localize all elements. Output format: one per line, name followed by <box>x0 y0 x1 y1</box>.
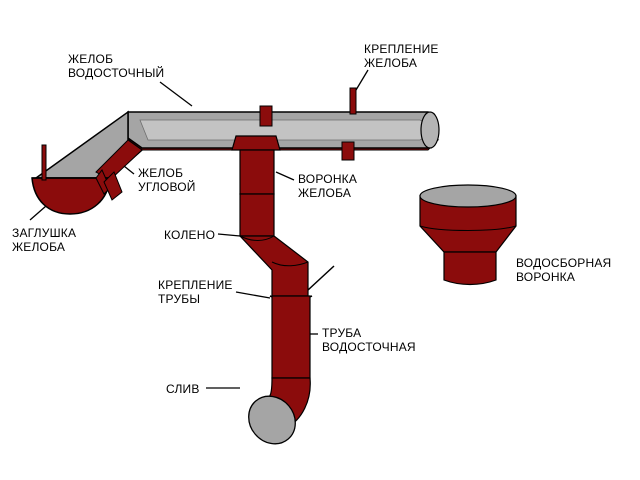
label-collector-funnel-line2: ВОРОНКА <box>516 270 576 284</box>
gutter-assembly <box>31 87 440 215</box>
label-downpipe: ТРУБА ВОДОСТОЧНАЯ <box>322 326 416 354</box>
gutter-funnel <box>239 149 275 195</box>
leader-corner-gutter <box>123 165 135 175</box>
label-collector-funnel-line1: ВОДОСБОРНАЯ <box>516 256 612 270</box>
collector-funnel-seam <box>419 225 517 231</box>
leader-lines <box>29 69 369 389</box>
leader-end-cap <box>29 205 47 221</box>
corner-bracket-2 <box>103 171 123 201</box>
label-gutter-funnel-line1: ВОРОНКА <box>298 172 358 186</box>
label-elbow: КОЛЕНО <box>164 228 215 242</box>
label-gutter-funnel: ВОРОНКА ЖЕЛОБА <box>298 172 357 200</box>
label-pipe-bracket: КРЕПЛЕНИЕ ТРУБЫ <box>158 278 233 306</box>
leader-gutter <box>159 81 193 107</box>
label-downpipe-line2: ВОДОСТОЧНАЯ <box>322 340 416 354</box>
label-gutter-funnel-line2: ЖЕЛОБА <box>298 186 352 200</box>
label-pipe-bracket-line2: ТРУБЫ <box>158 292 201 306</box>
label-corner-gutter-line2: УГЛОВОЙ <box>138 180 196 194</box>
leader-pipe-bracket <box>235 291 271 299</box>
label-end-cap-line2: ЖЕЛОБА <box>12 240 66 254</box>
label-pipe-bracket-line1: КРЕПЛЕНИЕ <box>158 278 233 292</box>
label-end-cap: ЗАГЛУШКА ЖЕЛОБА <box>12 226 76 254</box>
gutter-channel <box>139 119 428 141</box>
gutter-clip-1 <box>259 105 273 127</box>
pipe-bracket-rod <box>307 265 335 291</box>
gutter-funnel-collar <box>231 135 281 151</box>
label-gutter-bracket-line2: ЖЕЛОБА <box>364 56 418 70</box>
upper-pipe <box>239 193 275 237</box>
elbow-pipe <box>238 235 309 297</box>
label-elbow-line1: КОЛЕНО <box>164 228 216 242</box>
collector-funnel-top <box>419 184 517 208</box>
label-corner-gutter-line1: ЖЕЛОБ <box>138 166 184 180</box>
label-end-cap-line1: ЗАГЛУШКА <box>12 226 77 240</box>
label-outlet: СЛИВ <box>166 382 200 396</box>
label-outlet-line1: СЛИВ <box>166 382 200 396</box>
collector-funnel-drawing <box>419 184 517 286</box>
elbow-seam-1 <box>239 235 275 241</box>
outlet-opening <box>248 395 296 445</box>
lower-pipe <box>271 295 311 379</box>
leader-gutter-bracket <box>355 69 369 91</box>
label-gutter-bracket-line1: КРЕПЛЕНИЕ <box>364 42 439 56</box>
gutter-clip-2 <box>341 141 355 161</box>
label-collector-funnel: ВОДОСБОРНАЯ ВОРОНКА <box>516 256 611 284</box>
label-gutter-bracket: КРЕПЛЕНИЕ ЖЕЛОБА <box>364 42 439 70</box>
label-corner-gutter: ЖЕЛОБ УГЛОВОЙ <box>138 166 196 194</box>
elbow-seam-2 <box>271 261 309 267</box>
gutter-bracket-rod <box>349 87 357 115</box>
label-gutter-line1: ЖЕЛОБ <box>68 52 114 66</box>
label-downpipe-line1: ТРУБА <box>322 326 362 340</box>
left-bracket <box>41 144 47 181</box>
label-gutter-line2: ВОДОСТОЧНЫЙ <box>68 66 165 80</box>
collector-funnel-neck <box>443 251 497 286</box>
leader-gutter-funnel <box>275 171 295 181</box>
leader-elbow <box>217 233 241 237</box>
label-gutter: ЖЕЛОБ ВОДОСТОЧНЫЙ <box>68 52 164 80</box>
downpipe-assembly <box>231 135 335 445</box>
gutter-right-end <box>420 111 440 149</box>
